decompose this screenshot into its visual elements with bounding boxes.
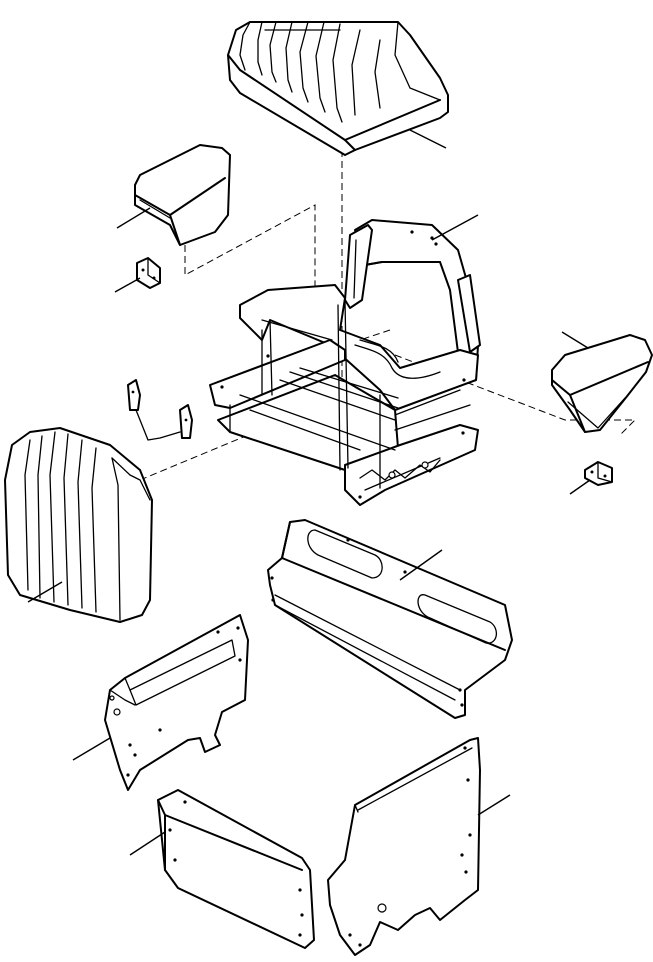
leader-armrest-left [116,207,151,229]
seat-cushion [227,21,449,156]
armrest-bracket-right [584,461,613,486]
leader-bracket-right [569,479,591,495]
right-side-panel [327,737,481,956]
rear-panel [267,519,513,719]
leader-left-side-panel [72,737,111,761]
leader-bracket-left [114,277,141,293]
leader-front-panel [129,831,166,856]
backrest [4,427,153,623]
leader-rear-panel [399,549,443,581]
leader-backrest [27,581,63,603]
leader-right-side-panel [477,794,511,816]
seat-brackets-pair [127,379,193,441]
left-side-panel [104,614,249,791]
front-panel [157,789,315,949]
seat-frame [209,219,481,506]
armrest-right [551,334,653,433]
armrest-left [134,144,231,246]
leader-armrest-right [561,331,589,349]
leader-seat-cushion [409,129,447,149]
armrest-bracket-left [136,257,161,289]
leader-seat-frame [431,214,479,241]
